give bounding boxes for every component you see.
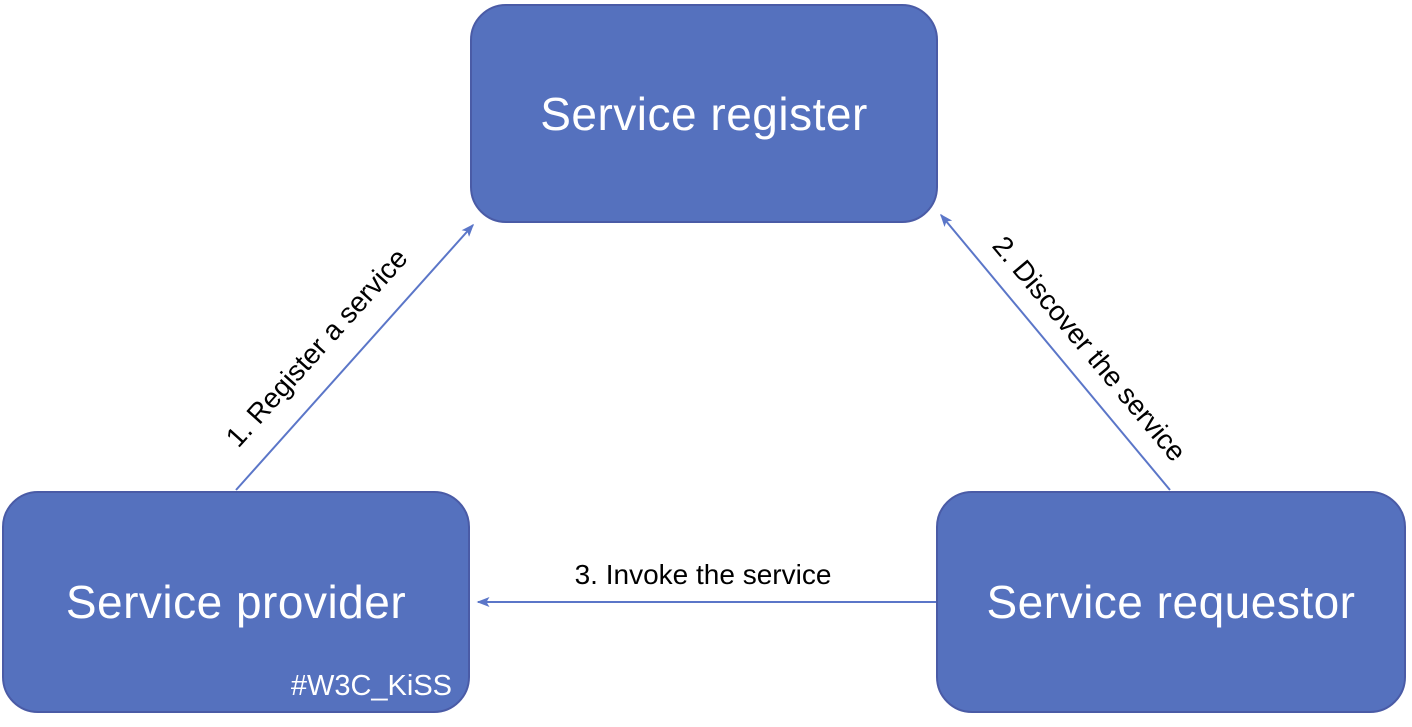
node-service-requestor-label: Service requestor	[986, 576, 1356, 628]
edge-label-discover-the-service: 2. Discover the service	[986, 230, 1193, 468]
node-service-provider: Service provider #W3C_KiSS	[2, 491, 470, 713]
node-service-provider-label: Service provider	[65, 576, 407, 628]
edge-label-invoke-the-service: 3. Invoke the service	[574, 559, 832, 590]
node-service-requestor: Service requestor	[936, 491, 1406, 713]
edge-register-a-service-arrow	[235, 223, 474, 491]
hashtag-w3c-kiss-label: #W3C_KiSS	[290, 670, 452, 702]
node-service-register-label: Service register	[540, 87, 868, 140]
node-service-register: Service register	[470, 4, 938, 223]
edge-label-register-a-service: 1. Register a service	[219, 242, 414, 453]
edge-discover-the-service-arrow	[940, 213, 1171, 491]
